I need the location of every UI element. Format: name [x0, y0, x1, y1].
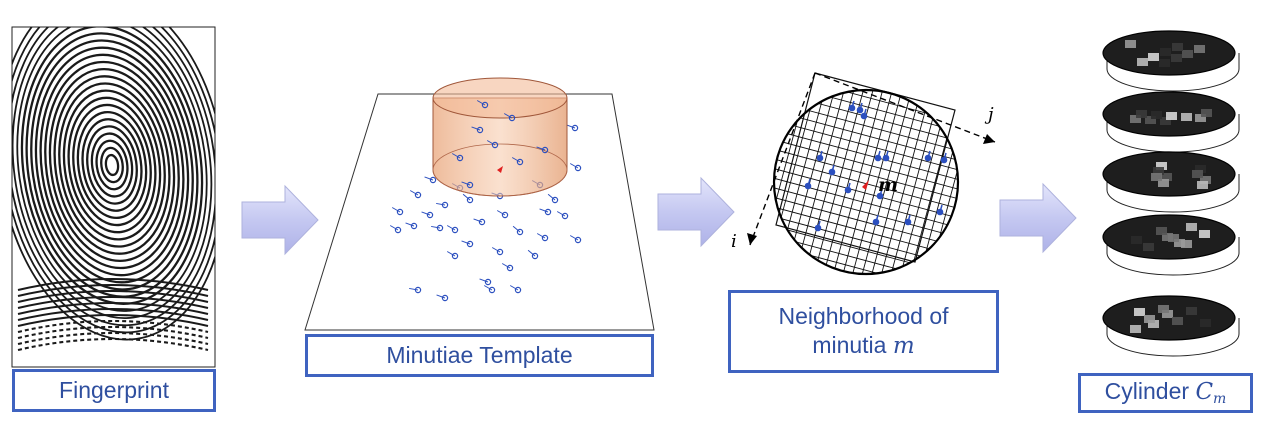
axis-label-j: j: [984, 104, 994, 125]
central-minutia-label: m: [878, 174, 898, 196]
template-central-minutia: [497, 166, 503, 173]
neighborhood-caption-var: m: [892, 333, 915, 359]
arrow-right-icon: [999, 182, 1077, 254]
cylinder-caption: Cylinder Cm: [1078, 373, 1253, 413]
template-cylinder: [432, 77, 568, 197]
cylinder-caption-text: Cylinder: [1104, 378, 1190, 405]
template-minutiae-inside: [451, 100, 549, 189]
cylinder-caption-sub: m: [1213, 391, 1227, 408]
axis-label-i: i: [731, 231, 737, 252]
neighborhood-caption: Neighborhood of minutia m: [728, 290, 999, 373]
cylinder-layers: [1102, 30, 1240, 357]
fingerprint-caption: Fingerprint: [12, 369, 216, 412]
arrow-right-icon: [657, 176, 735, 248]
template-caption: Minutiae Template: [305, 334, 654, 377]
neighborhood-diagram: m j i: [731, 72, 996, 276]
template-caption-text: Minutiae Template: [386, 342, 573, 369]
template-minutiae: [389, 124, 582, 302]
neighborhood-caption-text: Neighborhood of minutia: [778, 303, 949, 358]
fingerprint-caption-text: Fingerprint: [59, 377, 169, 404]
fingerprint-image: [11, 26, 216, 368]
arrow-right-icon: [241, 184, 319, 256]
cylinder-caption-var: C: [1195, 379, 1214, 406]
